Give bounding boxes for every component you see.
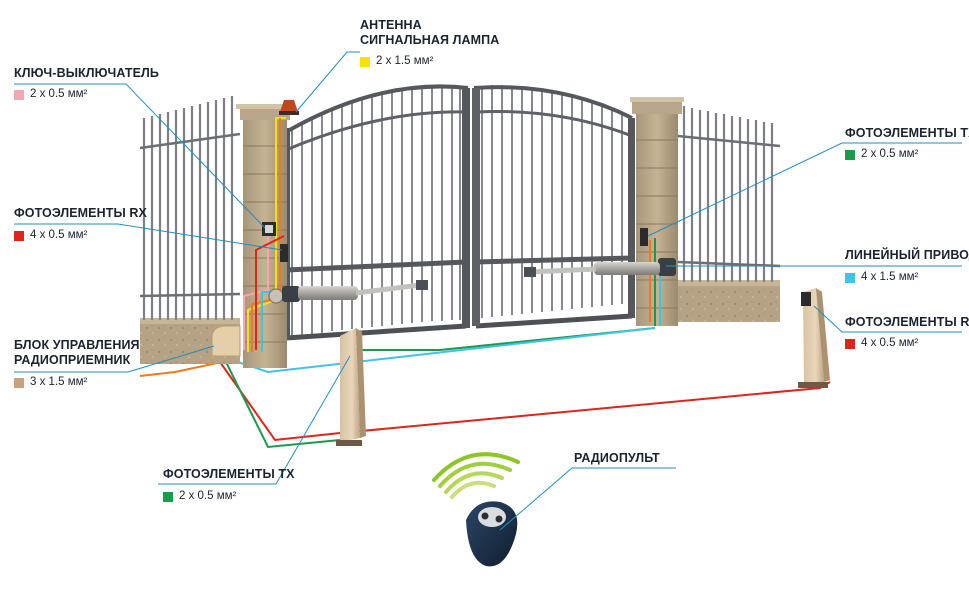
photocell-rx-left — [280, 244, 288, 262]
photo-rx-left-spec: 4 x 0.5 мм² — [14, 229, 87, 242]
leader-photo-rx-right — [813, 305, 962, 333]
linear-actuators — [268, 258, 676, 304]
control-block-label: БЛОК УПРАВЛЕНИЯ РАДИОПРИЕМНИК — [14, 338, 140, 368]
linear-drive-spec: 4 x 1.5 мм² — [845, 271, 918, 284]
photo-rx-right-color-swatch — [845, 338, 855, 349]
leader-antenna — [295, 51, 360, 113]
control-block-color-swatch — [14, 377, 24, 388]
control-block-label-line1: БЛОК УПРАВЛЕНИЯ — [14, 338, 140, 352]
photo-tx-right-spec: 2 x 0.5 мм² — [845, 148, 918, 161]
photo-tx-bottom-label: ФОТОЭЛЕМЕНТЫ TX — [163, 467, 295, 481]
photocell-post-tx — [336, 328, 366, 446]
antenna-spec: 2 x 1.5 мм² — [360, 55, 433, 68]
gate-leaves — [282, 84, 635, 341]
photo-rx-right-label: ФОТОЭЛЕМЕНТЫ RX — [845, 315, 969, 329]
control-box — [211, 325, 241, 357]
control-block-label-line2: РАДИОПРИЕМНИК — [14, 353, 131, 367]
leader-photo-tx-right — [647, 142, 962, 237]
remote-label: РАДИОПУЛЬТ — [574, 451, 660, 465]
leader-photo-tx-bottom — [158, 355, 351, 485]
wire-orange-riser — [251, 118, 281, 352]
leader-remote — [499, 467, 676, 531]
photocell-post-rx — [798, 288, 830, 388]
wire-red-rx — [255, 235, 285, 350]
photo-tx-bottom-spec: 2 x 0.5 мм² — [163, 490, 236, 503]
key-switch-color-swatch — [14, 89, 24, 100]
photo-tx-bottom-spec-text: 2 x 0.5 мм² — [179, 490, 237, 502]
right-fence — [677, 106, 781, 322]
photo-tx-bottom-color-swatch — [163, 491, 173, 502]
wire-green-ground — [225, 327, 656, 449]
photo-rx-right-spec: 4 x 0.5 мм² — [845, 337, 918, 350]
linear-drive-color-swatch — [845, 272, 855, 283]
photo-rx-right-spec-text: 4 x 0.5 мм² — [861, 337, 919, 349]
left-fence — [139, 96, 241, 364]
photo-rx-left-label: ФОТОЭЛЕМЕНТЫ RX — [14, 206, 147, 220]
photo-tx-right-color-swatch — [845, 149, 855, 160]
leader-photo-rx-left — [14, 223, 283, 251]
photo-tx-right-label: ФОТОЭЛЕМЕНТЫ TX — [845, 126, 969, 140]
wire-red-ground — [219, 361, 831, 442]
control-block-spec-text: 3 x 1.5 мм² — [30, 376, 88, 388]
devices — [211, 100, 648, 357]
photo-rx-left-color-swatch — [14, 230, 24, 241]
linear-drive-spec-text: 4 x 1.5 мм² — [861, 271, 919, 283]
signal-lamp — [280, 100, 298, 112]
antenna-label-line1: АНТЕННА — [360, 18, 422, 32]
photo-rx-left-spec-text: 4 x 0.5 мм² — [30, 229, 88, 241]
key-switch-spec-text: 2 x 0.5 мм² — [30, 88, 88, 100]
linear-drive-label: ЛИНЕЙНЫЙ ПРИВОД — [845, 248, 969, 262]
antenna-spec-text: 2 x 1.5 мм² — [376, 55, 434, 67]
control-block-spec: 3 x 1.5 мм² — [14, 376, 87, 389]
antenna-label: АНТЕННА СИГНАЛЬНАЯ ЛАМПА — [360, 18, 499, 48]
right-pillar — [630, 97, 684, 326]
photo-tx-right-spec-text: 2 x 0.5 мм² — [861, 148, 919, 160]
leader-control-block — [14, 345, 215, 373]
key-switch-spec: 2 x 0.5 мм² — [14, 88, 87, 101]
wire-orange-feed — [139, 361, 223, 377]
remote-control — [432, 452, 520, 567]
key-switch-label: КЛЮЧ-ВЫКЛЮЧАТЕЛЬ — [14, 66, 159, 80]
photocell-tx-right — [640, 228, 648, 246]
antenna-label-line2: СИГНАЛЬНАЯ ЛАМПА — [360, 33, 500, 47]
leader-key-switch — [14, 83, 266, 229]
antenna-color-swatch — [360, 56, 370, 67]
leader-lines — [14, 51, 962, 531]
